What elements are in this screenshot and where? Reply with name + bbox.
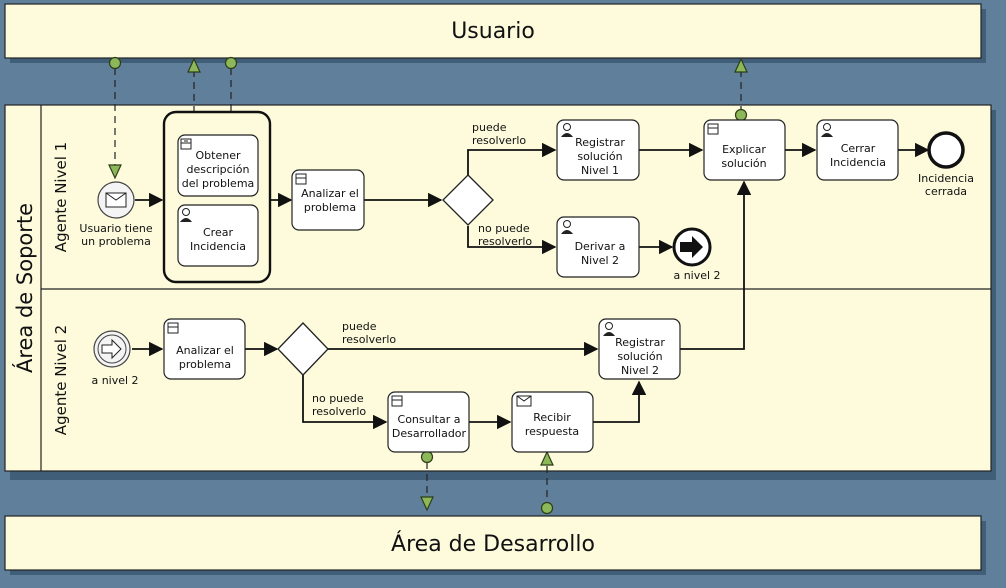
task-obtener-descripcion[interactable]: Obtener descripción del problema bbox=[177, 134, 259, 197]
start-event-message[interactable] bbox=[97, 181, 135, 219]
msg-source-circle-4 bbox=[734, 108, 748, 122]
task-derivar-nivel2[interactable]: Derivar a Nivel 2 bbox=[556, 216, 640, 278]
pool-desarrollo: Área de Desarrollo bbox=[4, 515, 982, 571]
task-recibir-line1: Recibir bbox=[533, 411, 571, 424]
user-task-icon bbox=[561, 220, 573, 234]
msg-source-circle-5 bbox=[420, 450, 434, 464]
flow-label-g1-yes-1: puede bbox=[472, 121, 507, 134]
msg-source-circle-1 bbox=[108, 56, 122, 70]
message-flows bbox=[114, 68, 742, 502]
user-task-icon bbox=[603, 322, 615, 336]
envelope-icon bbox=[516, 395, 532, 407]
envelope-icon bbox=[105, 192, 127, 208]
arrow-right-icon bbox=[680, 236, 703, 258]
manual-task-icon bbox=[180, 138, 192, 150]
pool-desarrollo-label: Área de Desarrollo bbox=[391, 531, 595, 557]
start-event-label-line1: Usuario tiene bbox=[79, 222, 152, 235]
sequence-flows bbox=[132, 142, 930, 430]
task-registrar1-line2: solución bbox=[577, 150, 622, 163]
task-consultar-line2: Desarrollador bbox=[392, 427, 467, 440]
start-event-label-line2: un problema bbox=[81, 235, 151, 248]
task-recibir-line2: respuesta bbox=[525, 425, 579, 438]
task-cerrar-line2: Incidencia bbox=[830, 156, 886, 169]
flow-label-g1-yes-2: resolverlo bbox=[472, 134, 526, 147]
throw-event-label: a nivel 2 bbox=[673, 269, 720, 282]
task-registrar-solucion-n2[interactable]: Registrar solución Nivel 2 bbox=[598, 318, 681, 380]
task-registrar-solucion-n1[interactable]: Registrar solución Nivel 1 bbox=[556, 119, 640, 181]
lane-nivel1-label: Agente Nivel 1 bbox=[52, 142, 70, 252]
msg-target-triangle-5 bbox=[420, 496, 434, 512]
flow-label-g2-no-1: no puede bbox=[312, 392, 364, 405]
end-event-label-line2: cerrada bbox=[925, 185, 967, 198]
task-analizar2-line1: Analizar el bbox=[176, 344, 234, 357]
task-crear-line2: Incidencia bbox=[190, 240, 246, 253]
task-obtener-line3: del problema bbox=[182, 177, 255, 190]
manual-task-icon bbox=[167, 322, 179, 334]
task-analizar1-line1: Analizar el bbox=[301, 187, 359, 200]
user-task-icon bbox=[561, 123, 573, 137]
task-crear-incidencia[interactable]: Crear Incidencia bbox=[177, 204, 259, 267]
task-explicar-line2: solución bbox=[721, 157, 766, 170]
task-registrar2-line1: Registrar bbox=[615, 336, 665, 349]
task-consultar-desarrollador[interactable]: Consultar a Desarrollador bbox=[387, 391, 470, 453]
end-event[interactable] bbox=[927, 131, 965, 169]
pool-soporte-label: Área de Soporte bbox=[12, 203, 37, 373]
tasks: Obtener descripción del problema Crear I… bbox=[163, 119, 899, 453]
task-recibir-respuesta[interactable]: Recibir respuesta bbox=[511, 391, 594, 453]
task-cerrar-line1: Cerrar bbox=[841, 142, 876, 155]
task-registrar2-line3: Nivel 2 bbox=[621, 364, 659, 377]
msg-target-triangle-2 bbox=[187, 57, 201, 73]
catch-event-label: a nivel 2 bbox=[91, 374, 138, 387]
task-cerrar-incidencia[interactable]: Cerrar Incidencia bbox=[816, 119, 899, 181]
end-event-label-line1: Incidencia bbox=[918, 172, 974, 185]
gateway-n2[interactable] bbox=[277, 322, 329, 376]
msg-source-circle-3 bbox=[224, 56, 238, 70]
flow-label-g2-yes-1: puede bbox=[342, 320, 377, 333]
task-analizar-problema-n1[interactable]: Analizar el problema bbox=[291, 169, 365, 231]
task-derivar-line2: Nivel 2 bbox=[581, 254, 619, 267]
arrow-right-icon bbox=[101, 338, 122, 360]
manual-task-icon bbox=[391, 395, 403, 407]
user-task-icon bbox=[821, 123, 833, 137]
task-registrar1-line3: Nivel 1 bbox=[581, 164, 619, 177]
manual-task-icon bbox=[707, 123, 719, 135]
task-registrar1-line1: Registrar bbox=[575, 136, 625, 149]
msg-target-triangle-1 bbox=[108, 164, 122, 180]
catch-link-event-a-nivel2[interactable] bbox=[93, 330, 131, 368]
flow-label-g2-yes-2: resolverlo bbox=[342, 333, 396, 346]
task-analizar-problema-n2[interactable]: Analizar el problema bbox=[163, 318, 246, 380]
task-registrar2-line2: solución bbox=[617, 350, 662, 363]
msg-source-circle-6 bbox=[540, 501, 554, 515]
gateway-n1[interactable] bbox=[442, 174, 494, 226]
task-crear-line1: Crear bbox=[203, 226, 233, 239]
pool-usuario-label: Usuario bbox=[451, 19, 535, 44]
msg-target-triangle-4 bbox=[734, 57, 748, 73]
flow-label-g1-no-2: resolverlo bbox=[478, 235, 532, 248]
manual-task-icon bbox=[295, 173, 307, 185]
task-analizar1-line2: problema bbox=[304, 201, 356, 214]
task-explicar-line1: Explicar bbox=[722, 143, 766, 156]
flow-label-g2-no-2: resolverlo bbox=[312, 405, 366, 418]
throw-link-event-a-nivel2[interactable] bbox=[672, 227, 712, 267]
flow-label-g1-no-1: no puede bbox=[478, 222, 530, 235]
task-obtener-line1: Obtener bbox=[196, 149, 241, 162]
pool-usuario: Usuario bbox=[4, 3, 982, 59]
task-explicar-solucion[interactable]: Explicar solución bbox=[703, 119, 786, 181]
user-task-icon bbox=[180, 208, 192, 222]
task-obtener-line2: descripción bbox=[187, 163, 250, 176]
task-consultar-line1: Consultar a bbox=[398, 413, 461, 426]
lane-nivel2-label: Agente Nivel 2 bbox=[52, 325, 70, 435]
task-analizar2-line2: problema bbox=[179, 358, 231, 371]
task-derivar-line1: Derivar a bbox=[575, 240, 626, 253]
msg-target-triangle-6 bbox=[540, 450, 554, 466]
